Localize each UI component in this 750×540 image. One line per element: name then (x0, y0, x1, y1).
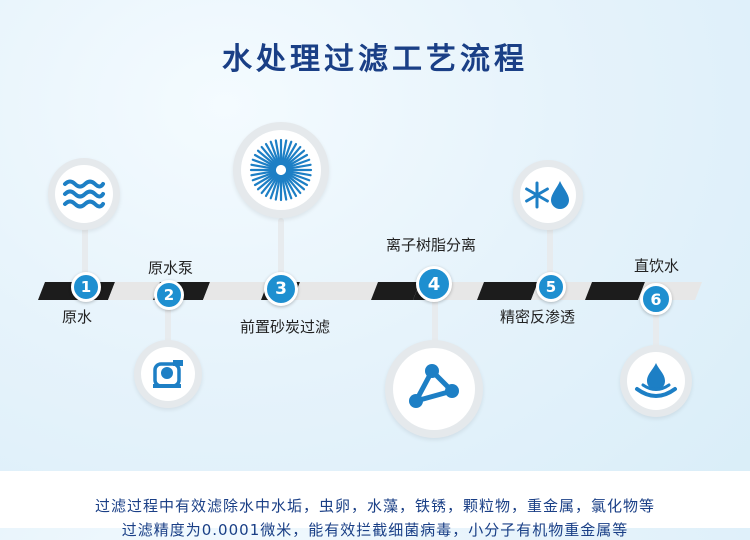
timeline-segments (38, 282, 702, 300)
stem-4 (432, 290, 438, 345)
stem-3 (278, 218, 284, 286)
step-3-disk (233, 122, 329, 218)
filter-burst-icon (249, 138, 313, 202)
timeline-segment-dark (477, 282, 538, 300)
step-2-label: 原水泵 (148, 259, 194, 277)
description-line-1: 过滤过程中有效滤除水中水垢，虫卵，水藻，铁锈，颗粒物，重金属，氯化物等 (94, 497, 655, 515)
snowflake-drop-icon (525, 181, 569, 209)
step-5-badge: 5 (536, 272, 566, 302)
step-6-disk (620, 345, 692, 417)
timeline-segment-light (203, 282, 268, 300)
water-drop-icon (635, 363, 677, 398)
step-3-badge: 3 (264, 272, 298, 306)
step-3-label: 前置砂炭过滤 (240, 318, 331, 336)
step-5-disk (513, 160, 583, 230)
process-timeline (38, 282, 702, 300)
step-1-badge: 1 (71, 272, 101, 302)
stem-2 (165, 295, 171, 350)
description-line-2: 过滤精度为0.0001微米，能有效拦截细菌病毒，小分子有机物重金属等 (121, 521, 629, 539)
timeline-segment-dark (371, 282, 420, 300)
step-2-badge: 2 (154, 280, 184, 310)
step-2-disk (134, 340, 202, 408)
step-6-label: 直饮水 (634, 257, 680, 275)
timeline-segment-dark (585, 282, 645, 300)
molecule-icon (409, 364, 459, 408)
stem-6 (653, 295, 659, 350)
timeline-segment-light (108, 282, 160, 300)
step-6-badge: 6 (640, 283, 672, 315)
pump-icon (153, 360, 183, 388)
description-panel: 过滤过程中有效滤除水中水垢，虫卵，水藻，铁锈，颗粒物，重金属，氯化物等 过滤精度… (0, 471, 750, 539)
timeline-segment-light (293, 282, 378, 300)
waves-icon (63, 179, 105, 209)
page-title: 水处理过滤工艺流程 (222, 42, 528, 77)
step-5-label: 精密反渗透 (500, 308, 576, 326)
stem-5 (547, 225, 553, 285)
step-4-label: 离子树脂分离 (386, 236, 477, 254)
step-1-label: 原水 (62, 308, 93, 326)
step-1-disk (48, 158, 120, 230)
step-4-badge: 4 (416, 266, 452, 302)
step-4-disk (385, 340, 483, 438)
stem-1 (82, 225, 88, 285)
